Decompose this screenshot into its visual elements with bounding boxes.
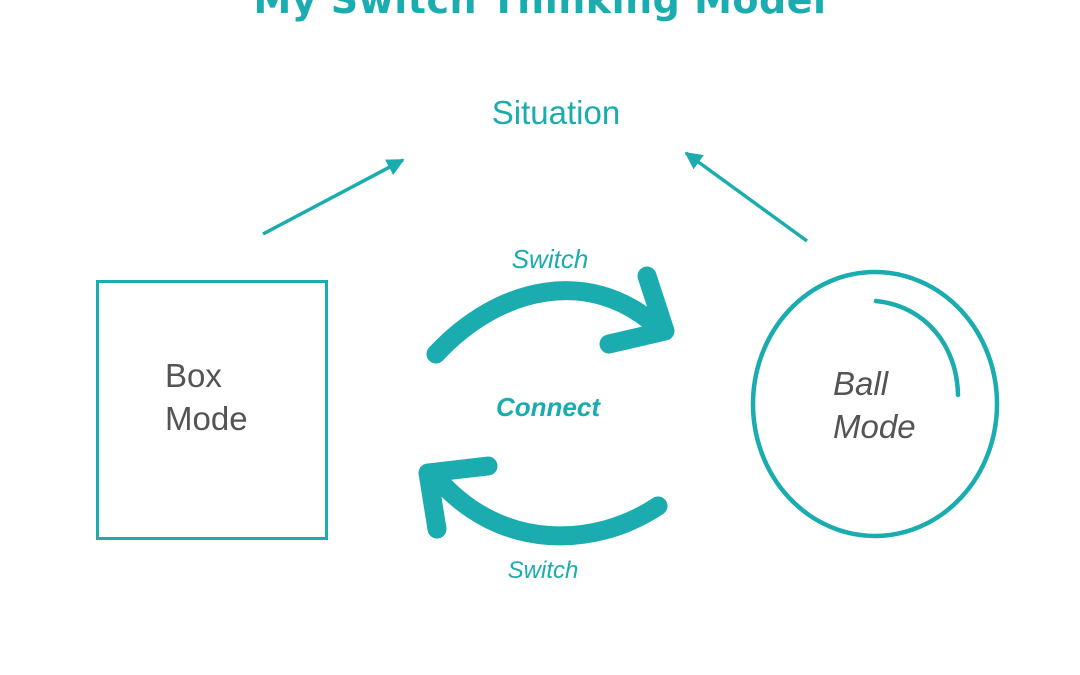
- switch-arrow-bottom: [418, 456, 668, 546]
- box-mode-label-line2: Mode: [165, 400, 248, 437]
- box-mode-square: [96, 280, 328, 540]
- ball-to-situation-arrow: [684, 151, 809, 243]
- switch-label-bottom: Switch: [507, 557, 579, 584]
- switch-arrow-top: [426, 266, 675, 364]
- ball-mode-label: Ball Mode: [833, 362, 916, 448]
- box-mode-label-line1: Box: [165, 357, 222, 394]
- diagram-title: My Switch Thinking Model: [253, 0, 827, 22]
- switch-label-top: Switch: [511, 244, 589, 274]
- ball-mode-circle: [750, 269, 1000, 539]
- box-to-situation-arrow: [262, 158, 405, 236]
- situation-label: Situation: [491, 94, 621, 131]
- connect-label: Connect: [496, 392, 600, 422]
- ball-mode-label-line2: Mode: [833, 408, 916, 445]
- ball-highlight-arc: [873, 298, 961, 398]
- box-mode-label: Box Mode: [165, 354, 248, 440]
- ball-mode-label-line1: Ball: [833, 365, 889, 402]
